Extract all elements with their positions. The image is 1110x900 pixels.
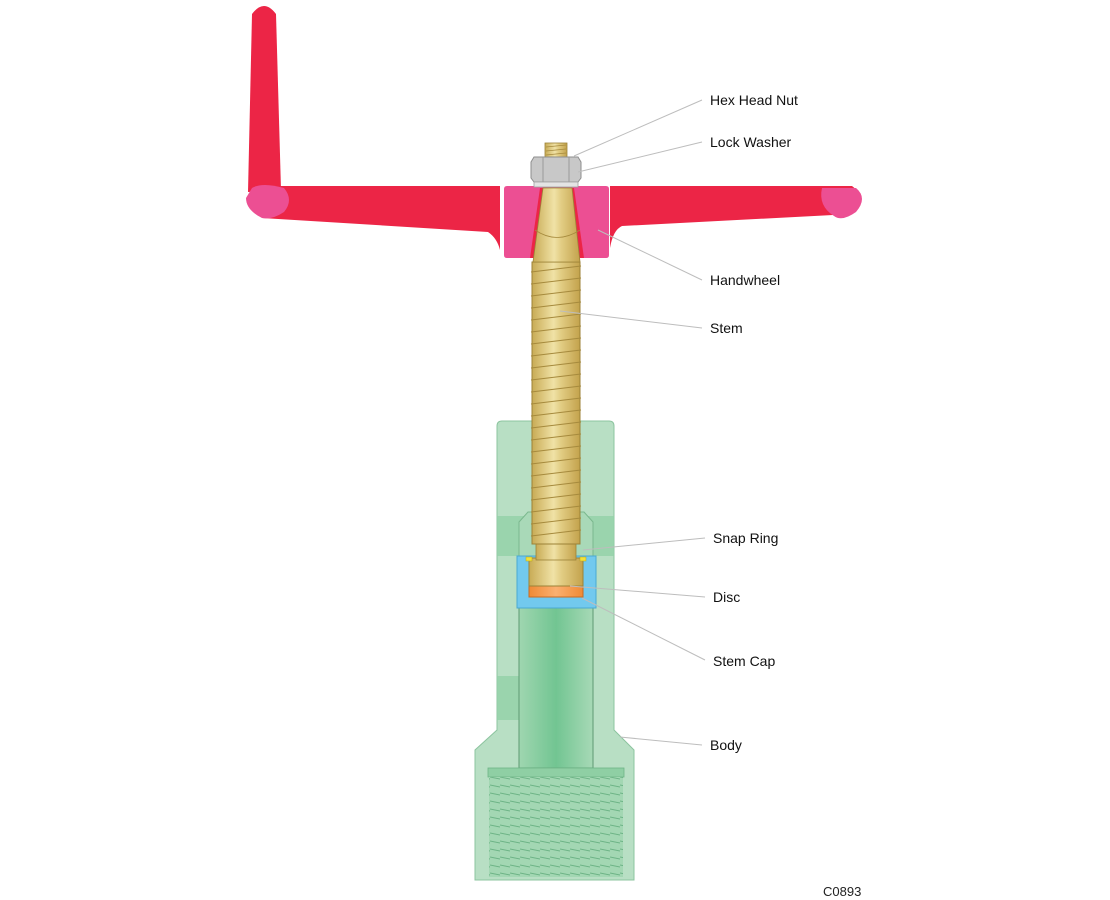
label-lock-washer: Lock Washer [710, 134, 792, 150]
label-disc: Disc [713, 589, 740, 605]
disc-part [528, 585, 584, 598]
leader-lines [559, 99, 706, 746]
handwheel-part [246, 6, 862, 263]
label-body: Body [710, 737, 742, 753]
label-handwheel: Handwheel [710, 272, 780, 288]
hex-nut-part [530, 142, 582, 183]
label-snap-ring: Snap Ring [713, 530, 778, 546]
label-stem-cap: Stem Cap [713, 653, 775, 669]
lock-washer-part [533, 181, 579, 188]
figure-code: C0893 [823, 884, 861, 899]
label-hex-head-nut: Hex Head Nut [710, 92, 798, 108]
stem-part [525, 261, 587, 587]
body-part [474, 420, 635, 881]
label-stem: Stem [710, 320, 743, 336]
snap-ring-part [525, 556, 533, 562]
